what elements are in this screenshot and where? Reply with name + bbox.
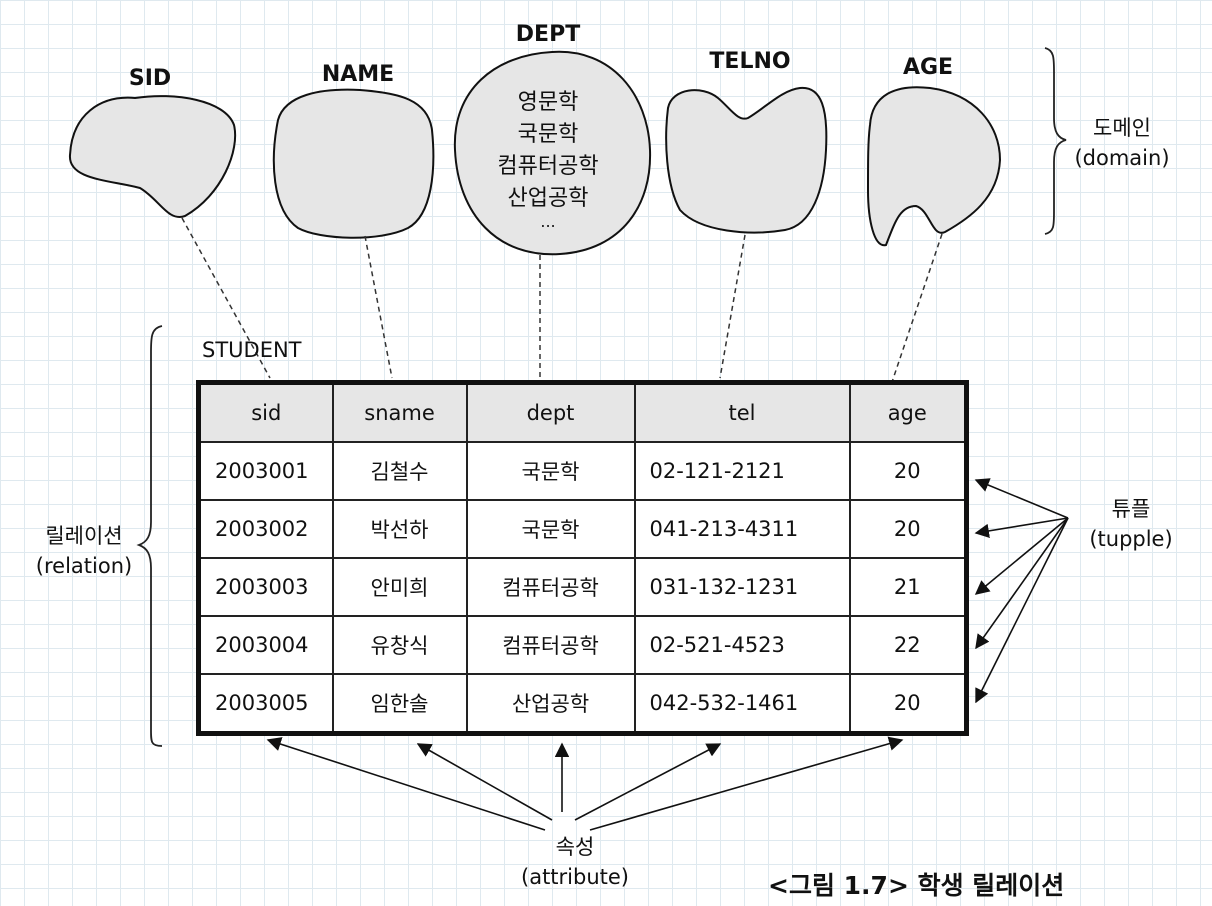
tuple-label-ko: 튜플 bbox=[1111, 497, 1151, 521]
cell-dept: 컴퓨터공학 bbox=[465, 557, 636, 617]
cell-tel: 02-121-2121 bbox=[633, 441, 851, 501]
dept-domain-value: 산업공학 bbox=[507, 186, 589, 211]
cell-age: 20 bbox=[848, 499, 968, 559]
dept-domain-value: ... bbox=[540, 212, 556, 231]
tuple-label: 튜플 (tupple) bbox=[1089, 494, 1172, 554]
column-header-tel: tel bbox=[633, 381, 851, 443]
relation-label-en: (relation) bbox=[35, 554, 133, 578]
cell-tel: 041-213-4311 bbox=[633, 499, 851, 559]
column-header-age: age bbox=[848, 381, 968, 443]
cell-age: 22 bbox=[848, 615, 968, 675]
dept-domain-value: 영문학 bbox=[517, 90, 579, 115]
cell-sid: 2003005 bbox=[197, 673, 334, 735]
cell-dept: 컴퓨터공학 bbox=[465, 615, 636, 675]
domain-blob-telno bbox=[665, 86, 828, 234]
domain-label-en: (domain) bbox=[1074, 146, 1170, 170]
domain-label: 도메인 (domain) bbox=[1074, 113, 1169, 173]
domain-blob-dept bbox=[453, 50, 652, 256]
connector-telno bbox=[719, 234, 746, 379]
cell-tel: 042-532-1461 bbox=[633, 673, 851, 735]
relation-label: 릴레이션 (relation) bbox=[36, 521, 132, 581]
student-relation-table: sid sname dept tel age 2003001 김철수 국문학 0… bbox=[196, 380, 969, 736]
dept-domain-value: 컴퓨터공학 bbox=[497, 154, 599, 179]
cell-sid: 2003004 bbox=[197, 615, 334, 675]
table-row: 2003004 유창식 컴퓨터공학 02-521-4523 22 bbox=[197, 615, 968, 675]
cell-dept: 국문학 bbox=[465, 499, 636, 559]
connector-age bbox=[889, 233, 943, 389]
cell-sid: 2003001 bbox=[197, 441, 334, 501]
attribute-label: 속성 (attribute) bbox=[521, 832, 629, 892]
relation-name: STUDENT bbox=[202, 338, 302, 362]
domain-title-dept: DEPT bbox=[515, 22, 581, 47]
cell-sname: 유창식 bbox=[331, 615, 468, 675]
tuple-arrows bbox=[974, 478, 1069, 704]
domain-title-name: NAME bbox=[321, 62, 395, 87]
column-header-dept: dept bbox=[465, 381, 636, 443]
cell-sname: 김철수 bbox=[331, 441, 468, 501]
column-header-sid: sid bbox=[197, 381, 334, 443]
attribute-label-en: (attribute) bbox=[521, 865, 629, 889]
cell-sname: 임한솔 bbox=[331, 673, 468, 735]
cell-sid: 2003002 bbox=[197, 499, 334, 559]
domain-blob-age bbox=[866, 86, 1002, 247]
domain-title-age: AGE bbox=[902, 55, 954, 80]
domain-blob-sid bbox=[68, 95, 237, 219]
relation-brace bbox=[136, 325, 163, 747]
domain-blob-name bbox=[272, 88, 435, 239]
domain-title-sid: SID bbox=[128, 66, 172, 91]
cell-tel: 02-521-4523 bbox=[633, 615, 851, 675]
table-row: 2003005 임한솔 산업공학 042-532-1461 20 bbox=[197, 673, 968, 735]
cell-sname: 안미희 bbox=[331, 557, 468, 617]
cell-age: 20 bbox=[848, 673, 968, 735]
table-row: 2003002 박선하 국문학 041-213-4311 20 bbox=[197, 499, 968, 559]
table-row: 2003003 안미희 컴퓨터공학 031-132-1231 21 bbox=[197, 557, 968, 617]
connector-sid bbox=[181, 217, 271, 379]
table-header-row: sid sname dept tel age bbox=[197, 381, 968, 443]
column-header-sname: sname bbox=[331, 381, 468, 443]
tuple-label-en: (tupple) bbox=[1089, 527, 1173, 551]
table-row: 2003001 김철수 국문학 02-121-2121 20 bbox=[197, 441, 968, 501]
cell-dept: 산업공학 bbox=[465, 673, 636, 735]
cell-sname: 박선하 bbox=[331, 499, 468, 559]
domain-title-telno: TELNO bbox=[709, 49, 791, 74]
attribute-label-ko: 속성 bbox=[555, 835, 595, 859]
cell-tel: 031-132-1231 bbox=[633, 557, 851, 617]
cell-sid: 2003003 bbox=[197, 557, 334, 617]
cell-dept: 국문학 bbox=[465, 441, 636, 501]
domain-label-ko: 도메인 bbox=[1093, 116, 1151, 140]
cell-age: 21 bbox=[848, 557, 968, 617]
domain-brace bbox=[1044, 47, 1067, 235]
dept-domain-value: 국문학 bbox=[517, 122, 579, 147]
attribute-arrows bbox=[266, 736, 904, 831]
cell-age: 20 bbox=[848, 441, 968, 501]
connector-name bbox=[364, 235, 393, 379]
relation-label-ko: 릴레이션 bbox=[45, 524, 123, 548]
figure-caption: <그림 1.7> 학생 릴레이션 bbox=[768, 871, 1065, 900]
